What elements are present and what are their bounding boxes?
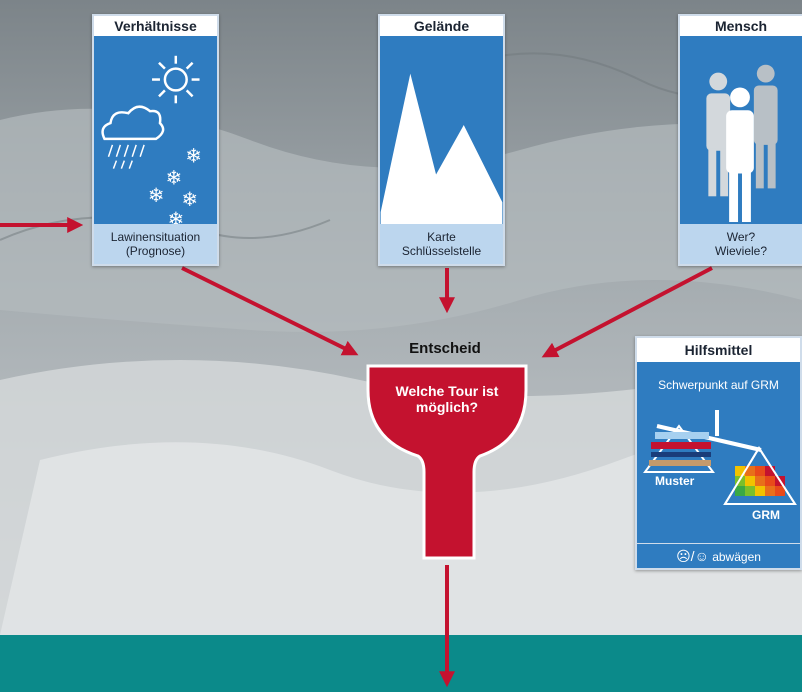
funnel-question: Welche Tour ist möglich? — [368, 383, 526, 415]
entscheid-label: Entscheid — [409, 340, 481, 357]
label-grm: GRM — [752, 508, 780, 522]
caption-line: Schlüsselstelle — [401, 244, 482, 258]
card-caption-gelaende: Karte Schlüsselstelle — [380, 224, 503, 264]
card-gelaende: Gelände Karte Schlüsselstelle — [378, 14, 505, 266]
card-title-gelaende: Gelände — [380, 16, 503, 36]
svg-text:❄: ❄ — [185, 145, 202, 168]
balance-scale-icon — [643, 410, 797, 505]
hilfsmittel-title: Hilfsmittel — [637, 338, 800, 362]
weather-icon: ❄ ❄ ❄ ❄ ❄ — [94, 36, 217, 224]
svg-text:❄: ❄ — [168, 208, 185, 224]
hilfsmittel-panel: Hilfsmittel Schwerpunkt auf GRM — [635, 336, 802, 570]
caption-line: Lawinensituation — [110, 230, 201, 244]
caption-line: Wer? — [726, 230, 756, 244]
sad-happy-face-icon: ☹/☺ — [676, 548, 709, 564]
card-verhaeltnisse: Verhältnisse ❄ ❄ — [92, 14, 219, 266]
svg-text:❄: ❄ — [148, 184, 165, 207]
label-muster: Muster — [655, 474, 695, 488]
hilfsmittel-footer: ☹/☺ abwägen — [637, 543, 800, 568]
card-mensch: Mensch Wer? Wieviele? — [678, 14, 802, 266]
caption-line: (Prognose) — [125, 244, 186, 258]
card-title-mensch: Mensch — [680, 16, 802, 36]
caption-line: Wieviele? — [714, 244, 768, 258]
card-caption-mensch: Wer? Wieviele? — [680, 224, 802, 264]
card-caption-verhaeltnisse: Lawinensituation (Prognose) — [94, 224, 217, 264]
decision-funnel — [366, 364, 528, 560]
mountain-icon — [380, 36, 503, 224]
card-title-verhaeltnisse: Verhältnisse — [94, 16, 217, 36]
svg-text:❄: ❄ — [166, 166, 183, 189]
teal-band — [0, 635, 802, 692]
abwaegen-text: abwägen — [712, 550, 761, 564]
people-icon — [680, 36, 802, 224]
funnel-question-line: möglich? — [415, 399, 479, 415]
hilfsmittel-subtitle: Schwerpunkt auf GRM — [658, 378, 779, 392]
funnel-question-line: Welche Tour ist — [395, 383, 499, 399]
caption-line: Karte — [427, 230, 456, 244]
svg-text:❄: ❄ — [181, 188, 198, 211]
